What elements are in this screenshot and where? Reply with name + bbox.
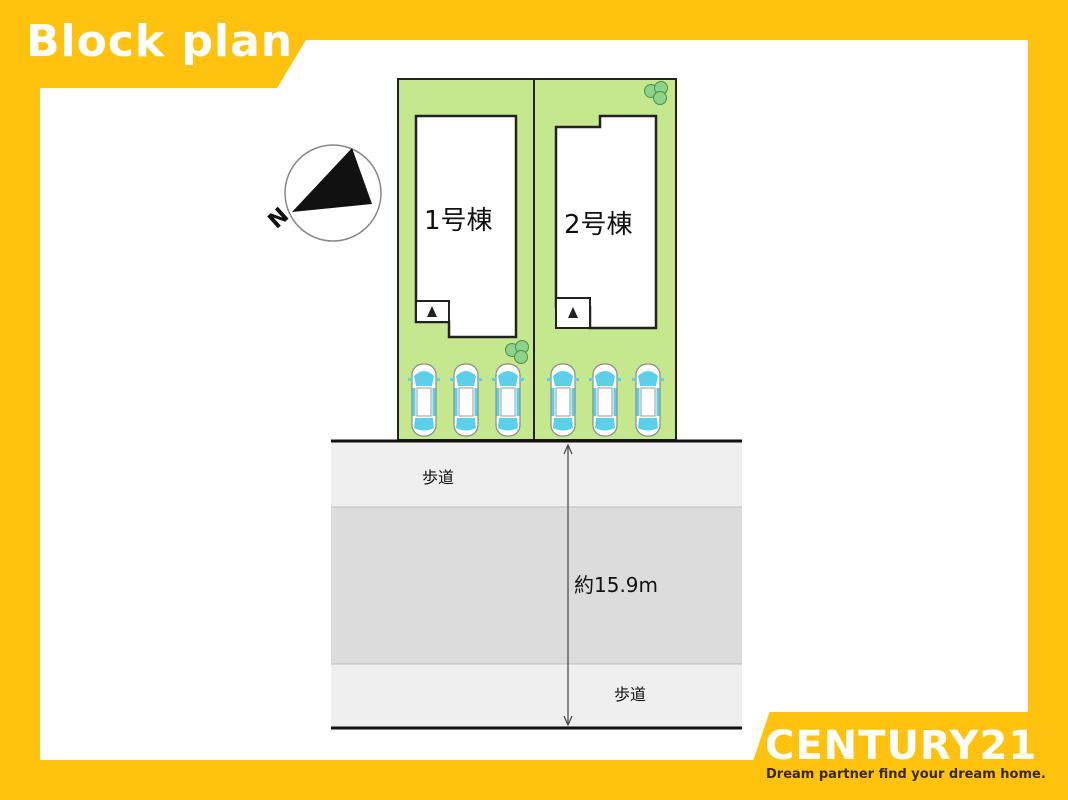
north-compass-icon — [284, 144, 382, 242]
lot-2-label: 2号棟 — [564, 210, 633, 240]
sidewalk-bottom — [331, 664, 742, 727]
parking-car-icon — [407, 363, 441, 437]
roadway — [331, 507, 742, 664]
parking-car-icon — [546, 363, 580, 437]
parking-car-icon — [631, 363, 665, 437]
sidewalk-top — [331, 441, 742, 507]
brand-logo: CENTURY21 — [765, 723, 1038, 769]
road-width-label: 約15.9m — [574, 573, 659, 597]
entrance-2-arrow-icon — [568, 307, 578, 318]
page-title: Block plan — [26, 16, 294, 67]
sidewalk-top-label: 歩道 — [422, 468, 455, 487]
parking-car-icon — [449, 363, 483, 437]
brand-tagline: Dream partner find your dream home. — [766, 767, 1046, 782]
parking-car-icon — [491, 363, 525, 437]
lot-1-label: 1号棟 — [424, 206, 493, 236]
title-banner — [0, 0, 330, 88]
entrance-1-arrow-icon — [427, 306, 437, 317]
sidewalk-bottom-label: 歩道 — [614, 685, 647, 704]
parking-car-icon — [588, 363, 622, 437]
road-width-dimension — [563, 443, 573, 727]
brand-banner — [740, 712, 1068, 800]
